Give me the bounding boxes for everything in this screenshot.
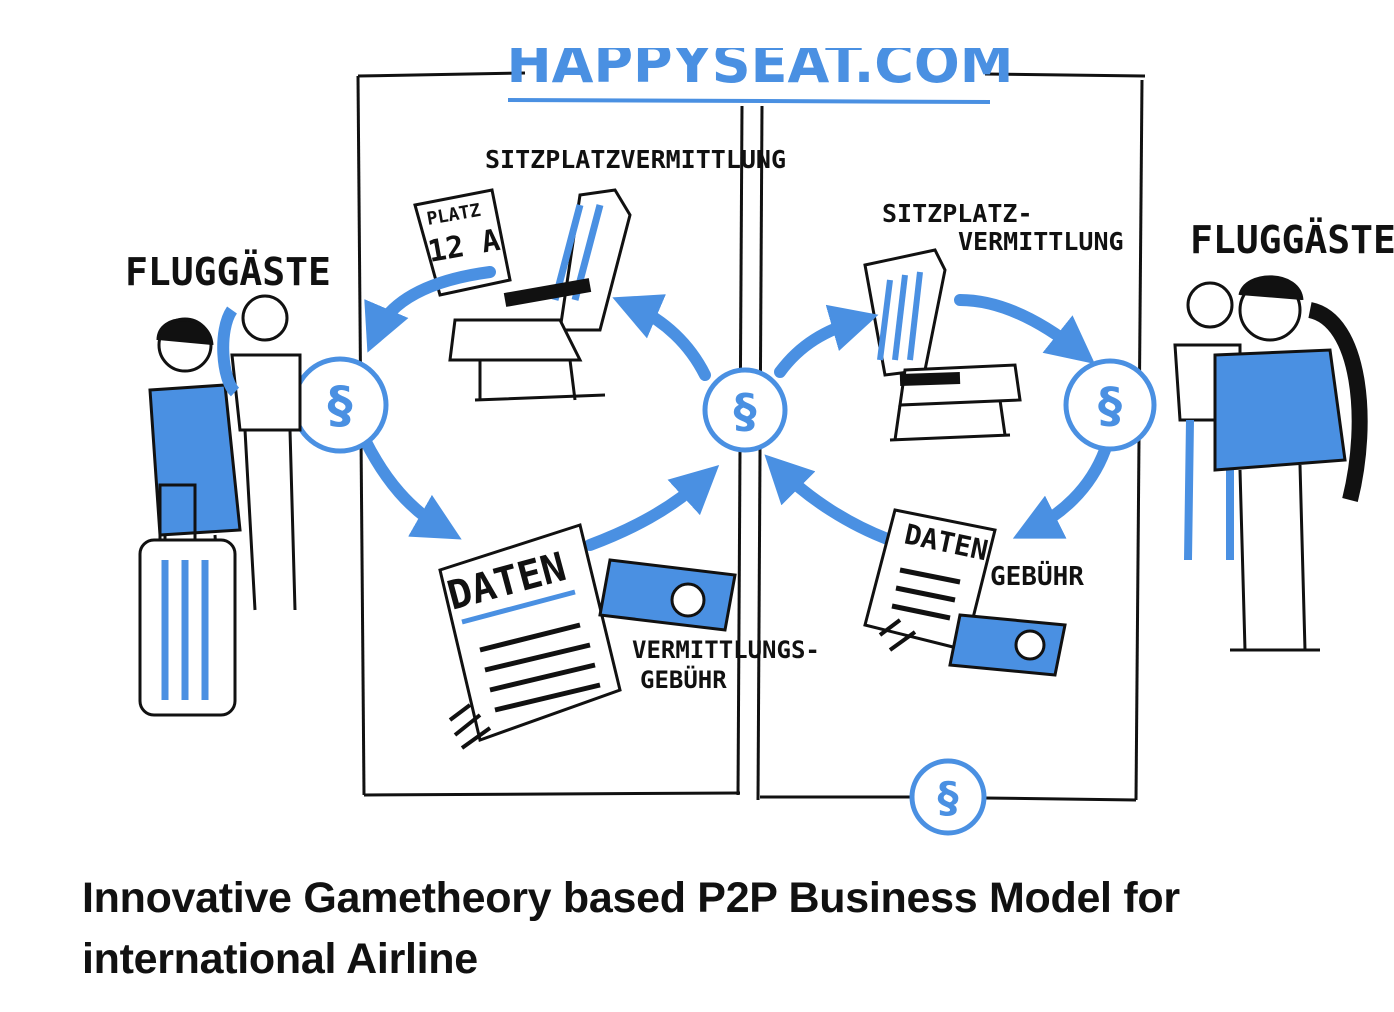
left-seat-icon	[448, 188, 632, 402]
business-model-illustration: HAPPYSEAT.COM FLUGGÄSTE FLUGGÄSTE SITZPL…	[125, 32, 1394, 836]
left-passengers-label: FLUGGÄSTE	[125, 250, 331, 294]
left-banknote-icon	[598, 558, 737, 632]
arrow-seat-to-left-passengers	[364, 266, 496, 353]
right-seat-icon	[863, 248, 1022, 442]
left-passengers-figures	[138, 294, 302, 717]
arrow-right-passengers-to-data	[1012, 444, 1111, 539]
right-passengers-label: FLUGGÄSTE	[1190, 218, 1394, 262]
center-divider	[736, 105, 764, 801]
left-fee-label-line1: VERMITTLUNGS-	[632, 636, 820, 664]
arrow-left-passengers-to-data	[359, 434, 462, 540]
left-fee-label-line2: GEBÜHR	[640, 664, 727, 694]
right-coin-icon: §	[1063, 358, 1157, 452]
bottom-coin-icon: §	[909, 758, 987, 836]
caption-title: Innovative Gametheory based P2P Business…	[82, 874, 1180, 983]
arrow-data-to-center	[584, 465, 720, 551]
header-underline	[507, 98, 991, 104]
svg-text:§: §	[1098, 378, 1122, 434]
right-fee-label: GEBÜHR	[990, 559, 1084, 592]
right-seat-label-line1: SITZPLATZ-	[882, 199, 1033, 228]
flow-arrows	[359, 266, 1111, 551]
arrow-right-seat-to-passengers	[954, 294, 1095, 364]
right-banknote-icon	[948, 613, 1067, 677]
center-coin-icon: §	[702, 367, 788, 453]
left-seat-label: SITZPLATZVERMITTLUNG	[485, 145, 786, 174]
arrow-data-to-center-right	[764, 454, 896, 546]
svg-text:§: §	[734, 384, 757, 438]
svg-text:§: §	[938, 773, 959, 822]
right-seat-label-line2: VERMITTLUNG	[958, 227, 1124, 256]
arrow-center-to-right-seat	[774, 304, 879, 378]
left-coin-icon: §	[291, 356, 389, 454]
right-passengers-figures	[1173, 275, 1368, 652]
svg-text:§: §	[328, 376, 353, 434]
left-data-document: DATEN	[438, 523, 622, 750]
arrow-center-to-left-seat	[612, 294, 711, 381]
